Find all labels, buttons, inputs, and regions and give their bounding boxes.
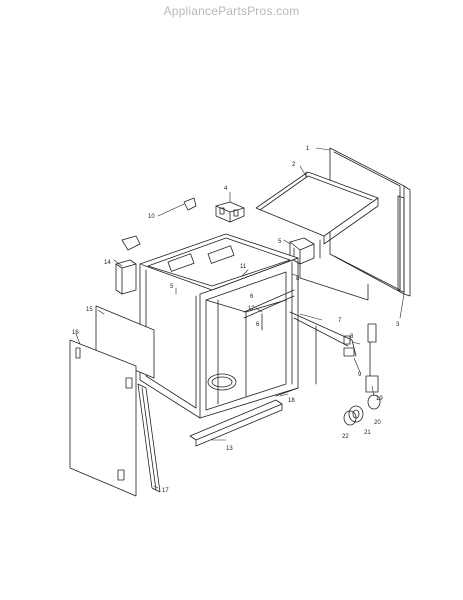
- callout-6: 6: [256, 322, 260, 328]
- callout-labels: 1 2 3 4 5 6 7 8 9 10 11 12 13 14 15 16 1…: [72, 146, 400, 494]
- callout-1: 1: [306, 146, 310, 152]
- callout-5b: 5: [170, 284, 174, 290]
- tub-cabinet-part-18: [139, 233, 299, 419]
- clip-part-4: [215, 201, 245, 223]
- callout-6b: 6: [250, 294, 254, 300]
- rod-assembly-parts-6-7-8-12: [243, 289, 357, 385]
- callout-3: 3: [396, 322, 400, 328]
- callout-10: 10: [148, 214, 155, 220]
- callout-8b: 8: [350, 334, 354, 340]
- callout-8: 8: [296, 276, 300, 282]
- callout-12: 12: [248, 306, 255, 312]
- callout-16: 16: [72, 330, 79, 336]
- base-rail-part-13: [189, 399, 283, 447]
- callout-2: 2: [292, 162, 296, 168]
- leader-lines: [75, 147, 405, 489]
- callout-4: 4: [224, 186, 228, 192]
- callout-21: 21: [364, 430, 371, 436]
- callout-14: 14: [104, 260, 111, 266]
- callout-19: 19: [376, 396, 383, 402]
- site-watermark: AppliancePartsPros.com: [163, 4, 300, 18]
- top-cover-part-2: [255, 171, 379, 301]
- callout-13: 13: [226, 446, 233, 452]
- callout-17: 17: [162, 488, 169, 494]
- callout-11: 11: [240, 264, 247, 270]
- trim-strip-part-17: [137, 383, 161, 493]
- callout-5: 5: [278, 239, 282, 245]
- callout-20: 20: [374, 420, 381, 426]
- bracket-part-10: [121, 197, 197, 251]
- callout-7: 7: [338, 318, 342, 324]
- side-panel-part-16: [69, 339, 137, 497]
- side-strip-part-3: [397, 195, 405, 293]
- callout-15: 15: [86, 307, 93, 313]
- callout-9: 9: [358, 372, 362, 378]
- fittings-parts-19-22: [343, 323, 381, 426]
- bracket-part-14: [115, 259, 137, 295]
- callout-18: 18: [288, 398, 295, 404]
- callout-22: 22: [342, 434, 349, 440]
